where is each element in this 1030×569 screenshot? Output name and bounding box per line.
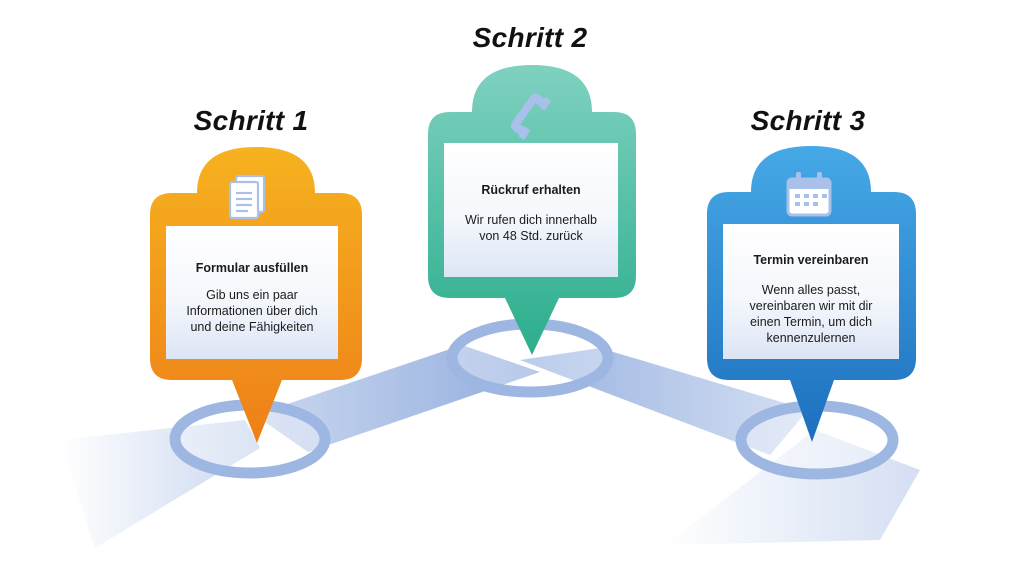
panel-step3 — [723, 224, 899, 359]
ground-paths — [60, 345, 920, 548]
step3-card-text: Termin vereinbaren Wenn alles passt, ver… — [723, 253, 899, 346]
step1-description: Gib uns ein paar Informationen über dich… — [186, 288, 318, 334]
panel-step1 — [166, 226, 338, 359]
step1-heading: Formular ausfüllen — [195, 261, 309, 275]
step3-description: Wenn alles passt, vereinbaren wir mit di… — [749, 283, 873, 345]
step1-title: Schritt 1 — [193, 105, 309, 136]
document-icon — [228, 174, 266, 220]
pin-step3 — [707, 146, 916, 442]
right-fade-beam — [665, 430, 920, 545]
step3-title: Schritt 3 — [750, 105, 866, 136]
panel-step2 — [444, 143, 618, 277]
step2-card-text: Rückruf erhalten Wir rufen dich innerhal… — [444, 183, 618, 244]
step2-title: Schritt 2 — [472, 22, 588, 53]
left-fade-beam — [60, 420, 260, 548]
calendar-icon — [786, 172, 832, 217]
step2-heading: Rückruf erhalten — [481, 183, 581, 197]
step2-description: Wir rufen dich innerhalb von 48 Std. zur… — [464, 213, 597, 243]
step3-heading: Termin vereinbaren — [753, 253, 869, 267]
pin-step2 — [428, 65, 636, 355]
step1-card-text: Formular ausfüllen Gib uns ein paar Info… — [166, 261, 338, 335]
path-step1-to-step2 — [255, 345, 540, 452]
pin-step1 — [150, 147, 362, 443]
phone-icon — [510, 93, 551, 140]
